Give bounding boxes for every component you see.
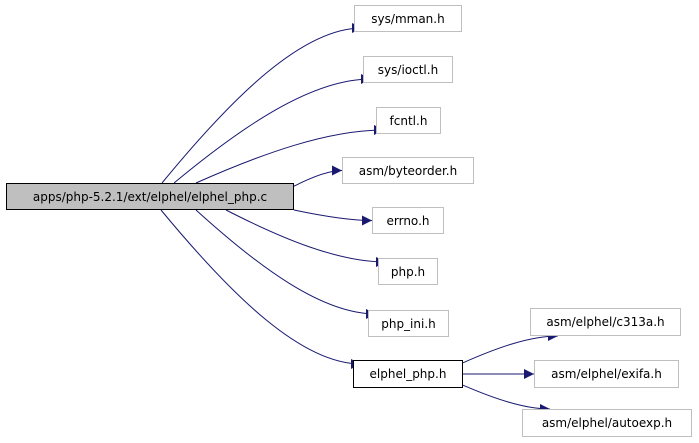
edge-root-to-byteorder xyxy=(293,165,343,187)
edge-root-to-errno xyxy=(293,209,373,226)
node-errno-h[interactable]: errno.h xyxy=(372,207,444,234)
node-php-ini-h[interactable]: php_ini.h xyxy=(368,310,449,337)
edge-root-to-php xyxy=(225,209,387,267)
edge-root-to-fcntl xyxy=(195,125,385,184)
node-sys-ioctl-h[interactable]: sys/ioctl.h xyxy=(363,56,453,83)
edge-root-to-phpini xyxy=(195,209,377,319)
node-sys-mman-h[interactable]: sys/mman.h xyxy=(354,5,462,32)
edge-root-to-ioctl xyxy=(173,74,372,184)
node-root-elphel-php-c: apps/php-5.2.1/ext/elphel/elphel_php.c xyxy=(6,183,294,210)
edge-root-to-mman xyxy=(161,23,363,184)
edge-root-to-elphelphp xyxy=(160,209,362,369)
edge-elphelphp-to-c313a xyxy=(462,331,559,364)
node-elphel-php-h[interactable]: elphel_php.h xyxy=(353,360,463,388)
node-asm-byteorder-h[interactable]: asm/byteorder.h xyxy=(342,157,474,184)
node-fcntl-h[interactable]: fcntl.h xyxy=(376,107,441,134)
edge-elphelphp-to-autoexp xyxy=(462,384,551,414)
node-asm-elphel-c313a-h[interactable]: asm/elphel/c313a.h xyxy=(530,308,681,336)
node-asm-elphel-autoexp-h[interactable]: asm/elphel/autoexp.h xyxy=(522,409,692,437)
node-asm-elphel-exifa-h[interactable]: asm/elphel/exifa.h xyxy=(534,360,679,388)
node-php-h[interactable]: php.h xyxy=(378,258,438,285)
